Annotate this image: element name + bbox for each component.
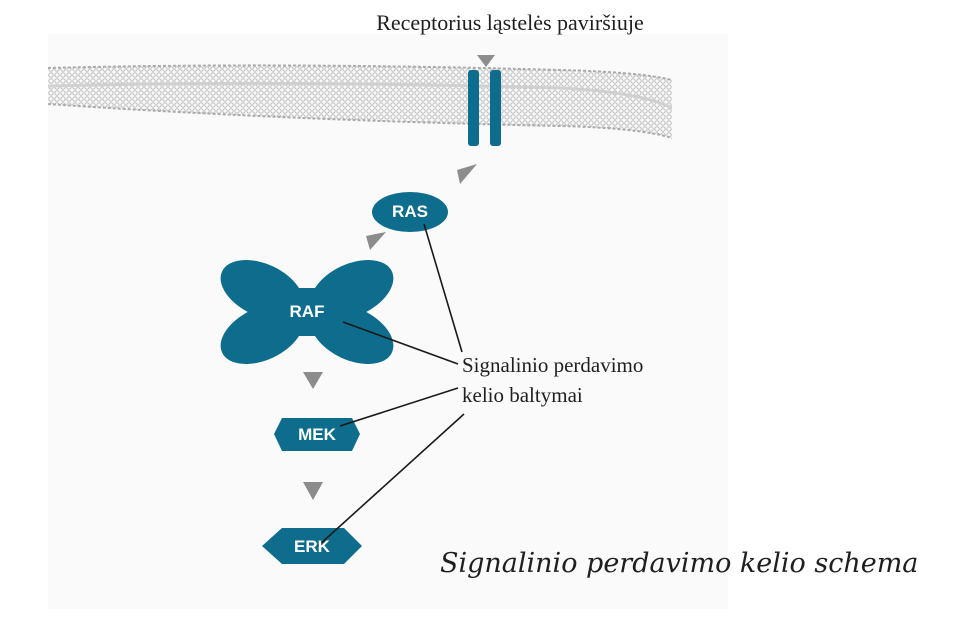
mek-protein-shape	[274, 418, 360, 451]
callout-leader-lines	[317, 223, 465, 547]
raf-protein-shape	[220, 259, 394, 365]
ras-label: RAS	[392, 202, 428, 221]
erk-label: ERK	[294, 537, 330, 556]
arrow-raf-to-mek	[303, 372, 323, 389]
ras-protein-shape	[372, 192, 448, 232]
raf-label: RAF	[289, 302, 325, 321]
callout-line-2: kelio baltymai	[462, 383, 583, 407]
diagram-title: Signalinio perdavimo kelio schema	[440, 548, 919, 579]
callout-label: Signalinio perdavimo kelio baltymai	[462, 350, 643, 410]
mek-label: MEK	[298, 425, 336, 444]
arrow-ras-to-raf	[366, 232, 386, 250]
erk-protein-shape	[262, 528, 362, 564]
diagram-background	[48, 34, 728, 609]
receptor	[468, 70, 501, 146]
receptor-caption: Receptorius ląstelės paviršiuje	[376, 10, 644, 35]
arrow-receptor-to-ras	[457, 164, 477, 184]
ligand-arrow	[477, 55, 495, 67]
callout-line-1: Signalinio perdavimo	[462, 353, 644, 377]
arrow-mek-to-erk	[303, 482, 323, 500]
cell-membrane	[47, 64, 673, 139]
